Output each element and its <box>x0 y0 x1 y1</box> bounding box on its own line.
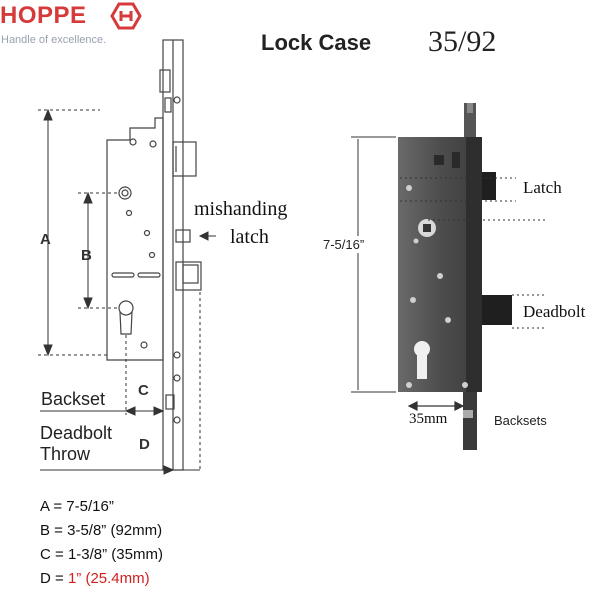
dimension-c-label: C <box>138 382 149 399</box>
height-label: 7-5/16” <box>323 236 365 253</box>
spec-c-key: C = <box>40 546 68 563</box>
deadbolt-throw-label-line1: Deadbolt <box>40 423 113 443</box>
latch-photo-label: Latch <box>523 178 562 197</box>
spec-c: C = 1-3/8” (35mm) <box>40 546 163 563</box>
dimension-a-label: A <box>40 231 51 248</box>
spec-d-value: 1” (25.4mm) <box>67 570 150 587</box>
spec-d: D = 1” (25.4mm) <box>40 570 150 587</box>
page-title: Lock Case <box>261 30 372 55</box>
spec-a: A = 7-5/16” <box>40 498 114 515</box>
latch-label: latch <box>230 226 269 248</box>
spec-c-value: 1-3/8” (35mm) <box>67 546 163 563</box>
spec-d-key: D = <box>40 570 68 587</box>
dimension-b-label: B <box>81 247 92 264</box>
model-number: 35/92 <box>428 25 497 58</box>
spec-b-value: 3-5/8” (92mm) <box>67 522 163 539</box>
brand-tagline: Handle of excellence. <box>1 34 107 46</box>
backset-label: Backset <box>41 389 106 409</box>
backset-value-label: 35mm <box>409 411 448 427</box>
spec-b-key: B = <box>40 522 68 539</box>
spec-b: B = 3-5/8” (92mm) <box>40 522 162 539</box>
backsets-label: Backsets <box>494 413 547 428</box>
deadbolt-photo-label: Deadbolt <box>523 302 586 321</box>
spec-a-value: 7-5/16” <box>66 498 114 515</box>
brand: HOPPE <box>0 2 87 30</box>
dimension-d-label: D <box>139 436 150 453</box>
mishanding-label: mishanding <box>194 198 288 220</box>
deadbolt-throw-label-line2: Throw <box>40 444 91 464</box>
brand-name: HOPPE <box>0 2 87 29</box>
spec-a-key: A = <box>40 498 67 515</box>
